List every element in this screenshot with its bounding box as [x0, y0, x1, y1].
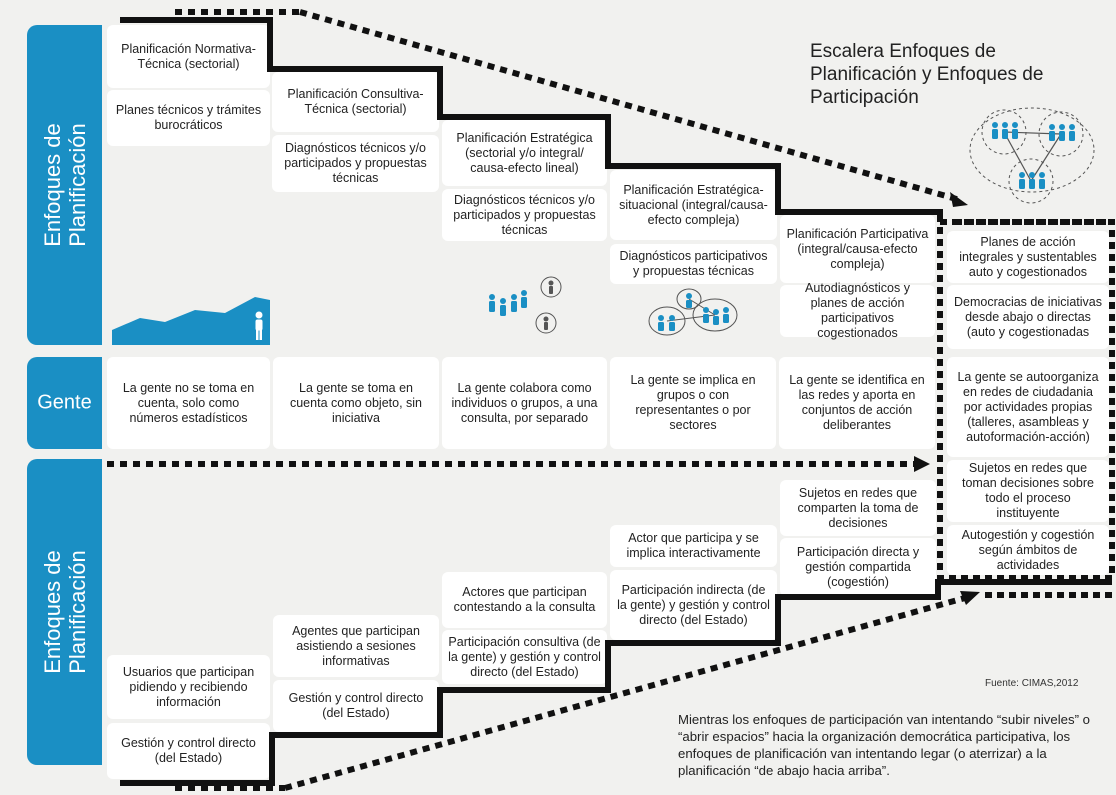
top-diagonal-arrow: [299, 9, 961, 203]
planning-step-5-detail: Autodiagnósticos y planes de acción part…: [780, 281, 935, 340]
bottom-arrow-head: [960, 591, 980, 605]
participation-step-2-actor: Agentes que participan asistiendo a sesi…: [273, 615, 439, 677]
people-level-4: La gente se implica en grupos o con repr…: [610, 357, 776, 449]
people-level-5: La gente se identifica en las redes y ap…: [779, 357, 935, 449]
participation-step-5-control: Participación directa y gestión comparti…: [780, 538, 936, 596]
planning-step-4-name: Planificación Estratégica-situacional (i…: [610, 170, 777, 240]
people-level-2: La gente se toma en cuenta como objeto, …: [273, 357, 439, 449]
people-level-3: La gente colabora como individuos o grup…: [442, 357, 607, 449]
sidebar-planning-top: Enfoques de Planificación: [27, 25, 102, 345]
participation-step-1-actor: Usuarios que participan pidiendo y recib…: [107, 655, 270, 719]
participation-step-3-control: Participación consultiva (de la gente) y…: [442, 630, 607, 684]
participation-step-6-actor: Sujetos en redes que toman decisiones so…: [947, 460, 1109, 522]
participation-step-3-actor: Actores que participan contestando a la …: [442, 572, 607, 628]
people-level-6: La gente se autoorganiza en redes de ciu…: [947, 357, 1109, 457]
planning-step-6-name: Planes de acción integrales y sustentabl…: [947, 231, 1109, 283]
planning-step-2-detail: Diagnósticos técnicos y/o participados y…: [272, 135, 439, 192]
people-level-1: La gente no se toma en cuenta, solo como…: [107, 357, 270, 449]
planning-step-2-name: Planificación Consultiva-Técnica (sector…: [272, 72, 439, 132]
participation-step-4-actor: Actor que participa y se implica interac…: [610, 525, 777, 567]
diagram-title: Escalera Enfoques de Planificación y Enf…: [810, 41, 1044, 108]
top-staircase-line: [120, 17, 943, 222]
networked-communities-icon: [969, 107, 1095, 204]
participation-step-2-control: Gestión y control directo (del Estado): [273, 680, 439, 732]
sidebar-people: Gente: [27, 357, 102, 449]
planning-step-1-name: Planificación Normativa-Técnica (sectori…: [107, 25, 270, 88]
planning-step-3-detail: Diagnósticos técnicos y/o participados y…: [442, 189, 607, 241]
planning-step-4-detail: Diagnósticos participativos y propuestas…: [610, 244, 777, 284]
network-groups-icon: [648, 288, 738, 336]
participation-step-6-control: Autogestión y cogestión según ámbitos de…: [947, 525, 1109, 575]
sidebar-planning-bottom: Enfoques de Planificación: [27, 459, 102, 765]
source-credit: Fuente: CIMAS,2012: [985, 678, 1079, 689]
bottom-diagonal-arrow: [284, 593, 973, 791]
participation-step-5-actor: Sujetos en redes que comparten la toma d…: [780, 480, 936, 536]
top-arrow-head: [950, 192, 968, 207]
bottom-staircase-line: [120, 579, 1112, 786]
planning-step-1-detail: Planes técnicos y trámites burocráticos: [107, 90, 270, 146]
sidebar-label-people: Gente: [37, 391, 92, 414]
participation-step-1-control: Gestión y control directo (del Estado): [107, 723, 270, 779]
target-block-outline: [937, 219, 1115, 581]
circled-person-icon: [535, 276, 562, 334]
planning-step-3-name: Planificación Estratégica (sectorial y/o…: [442, 120, 607, 186]
participation-step-4-control: Participación indirecta (de la gente) y …: [610, 570, 777, 640]
planning-step-5-name: Planificación Participativa (integral/ca…: [780, 215, 935, 283]
individual-people-icon: [489, 290, 527, 316]
explanatory-note: Mientras los enfoques de participación v…: [678, 712, 1090, 778]
planning-step-6-detail: Democracias de iniciativas desde abajo o…: [947, 285, 1109, 349]
